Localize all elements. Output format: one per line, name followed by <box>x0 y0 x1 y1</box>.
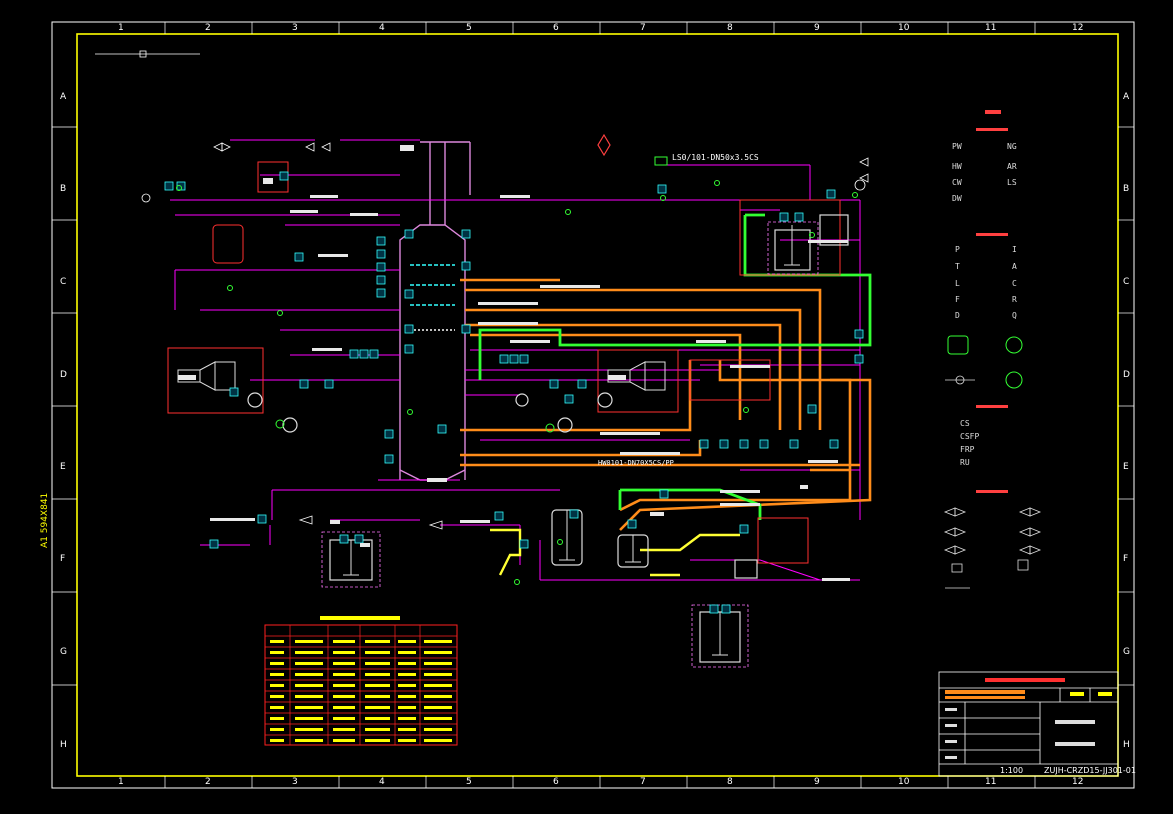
legend-instrument-code: T <box>955 262 960 271</box>
title-block <box>938 671 1119 777</box>
legend-media-code: DW <box>952 194 962 203</box>
row-letter-left: D <box>60 370 67 380</box>
line-spec-top: LS0/101-DN50x3.5CS <box>672 153 759 162</box>
valve-symbols <box>141 142 869 530</box>
legend-instrument-code: D <box>955 311 960 320</box>
column-number-top: 1 <box>118 23 124 33</box>
row-letter-right: C <box>1123 277 1130 287</box>
column-number-top: 5 <box>466 23 472 33</box>
pump-markers <box>275 419 555 433</box>
column-number-bottom: 8 <box>727 777 733 787</box>
pipe-label-strips <box>178 145 850 581</box>
legend-media-code: LS <box>1007 178 1017 187</box>
agitators <box>343 225 800 656</box>
column-number-bottom: 12 <box>1072 777 1084 787</box>
column-number-top: 7 <box>640 23 646 33</box>
row-letter-right: E <box>1123 462 1129 472</box>
column-number-top: 6 <box>553 23 559 33</box>
column-number-bottom: 2 <box>205 777 211 787</box>
column-number-bottom: 4 <box>379 777 385 787</box>
source-nozzle <box>597 133 611 157</box>
inner-frame <box>76 33 1119 777</box>
legend-instrument-code: L <box>955 279 960 288</box>
indicator-markers <box>176 180 858 585</box>
pit-outlines <box>321 221 819 668</box>
legend-instrument-code: P <box>955 245 960 254</box>
legend-media-code: NG <box>1007 142 1017 151</box>
legend-instrument-code: Q <box>1012 311 1017 320</box>
column-number-top: 2 <box>205 23 211 33</box>
legend-instrument-code: R <box>1012 295 1017 304</box>
row-letter-left: C <box>60 277 67 287</box>
equipment-table-text <box>270 616 452 742</box>
pumps <box>247 392 613 433</box>
title-block-text-marks <box>945 678 1112 759</box>
row-letter-left: B <box>60 184 67 194</box>
green-pipe-network <box>478 213 872 520</box>
column-number-top: 9 <box>814 23 820 33</box>
equipment-table <box>265 625 457 745</box>
legend-material-code: RU <box>960 458 970 467</box>
legend-instrument-code: C <box>1012 279 1017 288</box>
yellow-pipe-network <box>490 528 740 577</box>
column-number-top: 10 <box>898 23 910 33</box>
column-number-top: 4 <box>379 23 385 33</box>
column-number-top: 11 <box>985 23 997 33</box>
legend-media-code: AR <box>1007 162 1017 171</box>
row-letter-right: G <box>1123 647 1130 657</box>
column-number-top: 8 <box>727 23 733 33</box>
grid-ticks <box>52 22 1134 788</box>
row-letter-left: G <box>60 647 67 657</box>
scale-bar <box>95 50 200 58</box>
legend-media-code: HW <box>952 162 962 171</box>
row-letter-right: D <box>1123 370 1130 380</box>
row-letter-right: F <box>1123 554 1129 564</box>
column-number-bottom: 7 <box>640 777 646 787</box>
column-number-bottom: 3 <box>292 777 298 787</box>
legend-instrument-code: F <box>955 295 960 304</box>
sheet-size-label: A1 594X841 <box>40 492 50 548</box>
legend-material-code: CS <box>960 419 970 428</box>
row-letter-left: A <box>60 92 67 102</box>
title-block-drawing-number: ZUJH-CRZD15-JJ301-01 <box>1044 766 1136 775</box>
column-number-bottom: 5 <box>466 777 472 787</box>
row-letter-left: H <box>60 740 67 750</box>
column-number-bottom: 9 <box>814 777 820 787</box>
column-number-bottom: 6 <box>553 777 559 787</box>
row-letter-right: A <box>1123 92 1130 102</box>
outer-frame <box>51 21 1135 789</box>
row-letter-left: F <box>60 554 66 564</box>
column-number-top: 3 <box>292 23 298 33</box>
instrument-tags <box>164 171 864 614</box>
title-block-scale: 1:100 <box>1000 766 1024 775</box>
legend-headings <box>976 110 1008 493</box>
legend-material-code: FRP <box>960 445 975 454</box>
legend-material-code: CSFP <box>960 432 980 441</box>
line-spec-box <box>654 156 668 166</box>
row-letter-right: H <box>1123 740 1130 750</box>
legend-symbols <box>947 335 1023 389</box>
legend-valve-symbols <box>943 375 1042 589</box>
line-spec-bottom: HW0101-DN70X5CS/PP <box>598 459 674 467</box>
equipment-units <box>167 161 841 746</box>
tanks <box>329 214 849 663</box>
column-number-bottom: 11 <box>985 777 997 787</box>
legend-instrument-code: A <box>1012 262 1017 271</box>
legend-media-code: PW <box>952 142 962 151</box>
column-number-top: 12 <box>1072 23 1084 33</box>
filter-units <box>177 361 666 391</box>
absorber-tower <box>399 141 471 481</box>
legend-instrument-code: I <box>1012 245 1017 254</box>
legend-media-code: CW <box>952 178 962 187</box>
column-number-bottom: 10 <box>898 777 910 787</box>
column-number-bottom: 1 <box>118 777 124 787</box>
row-letter-left: E <box>60 462 66 472</box>
row-letter-right: B <box>1123 184 1130 194</box>
